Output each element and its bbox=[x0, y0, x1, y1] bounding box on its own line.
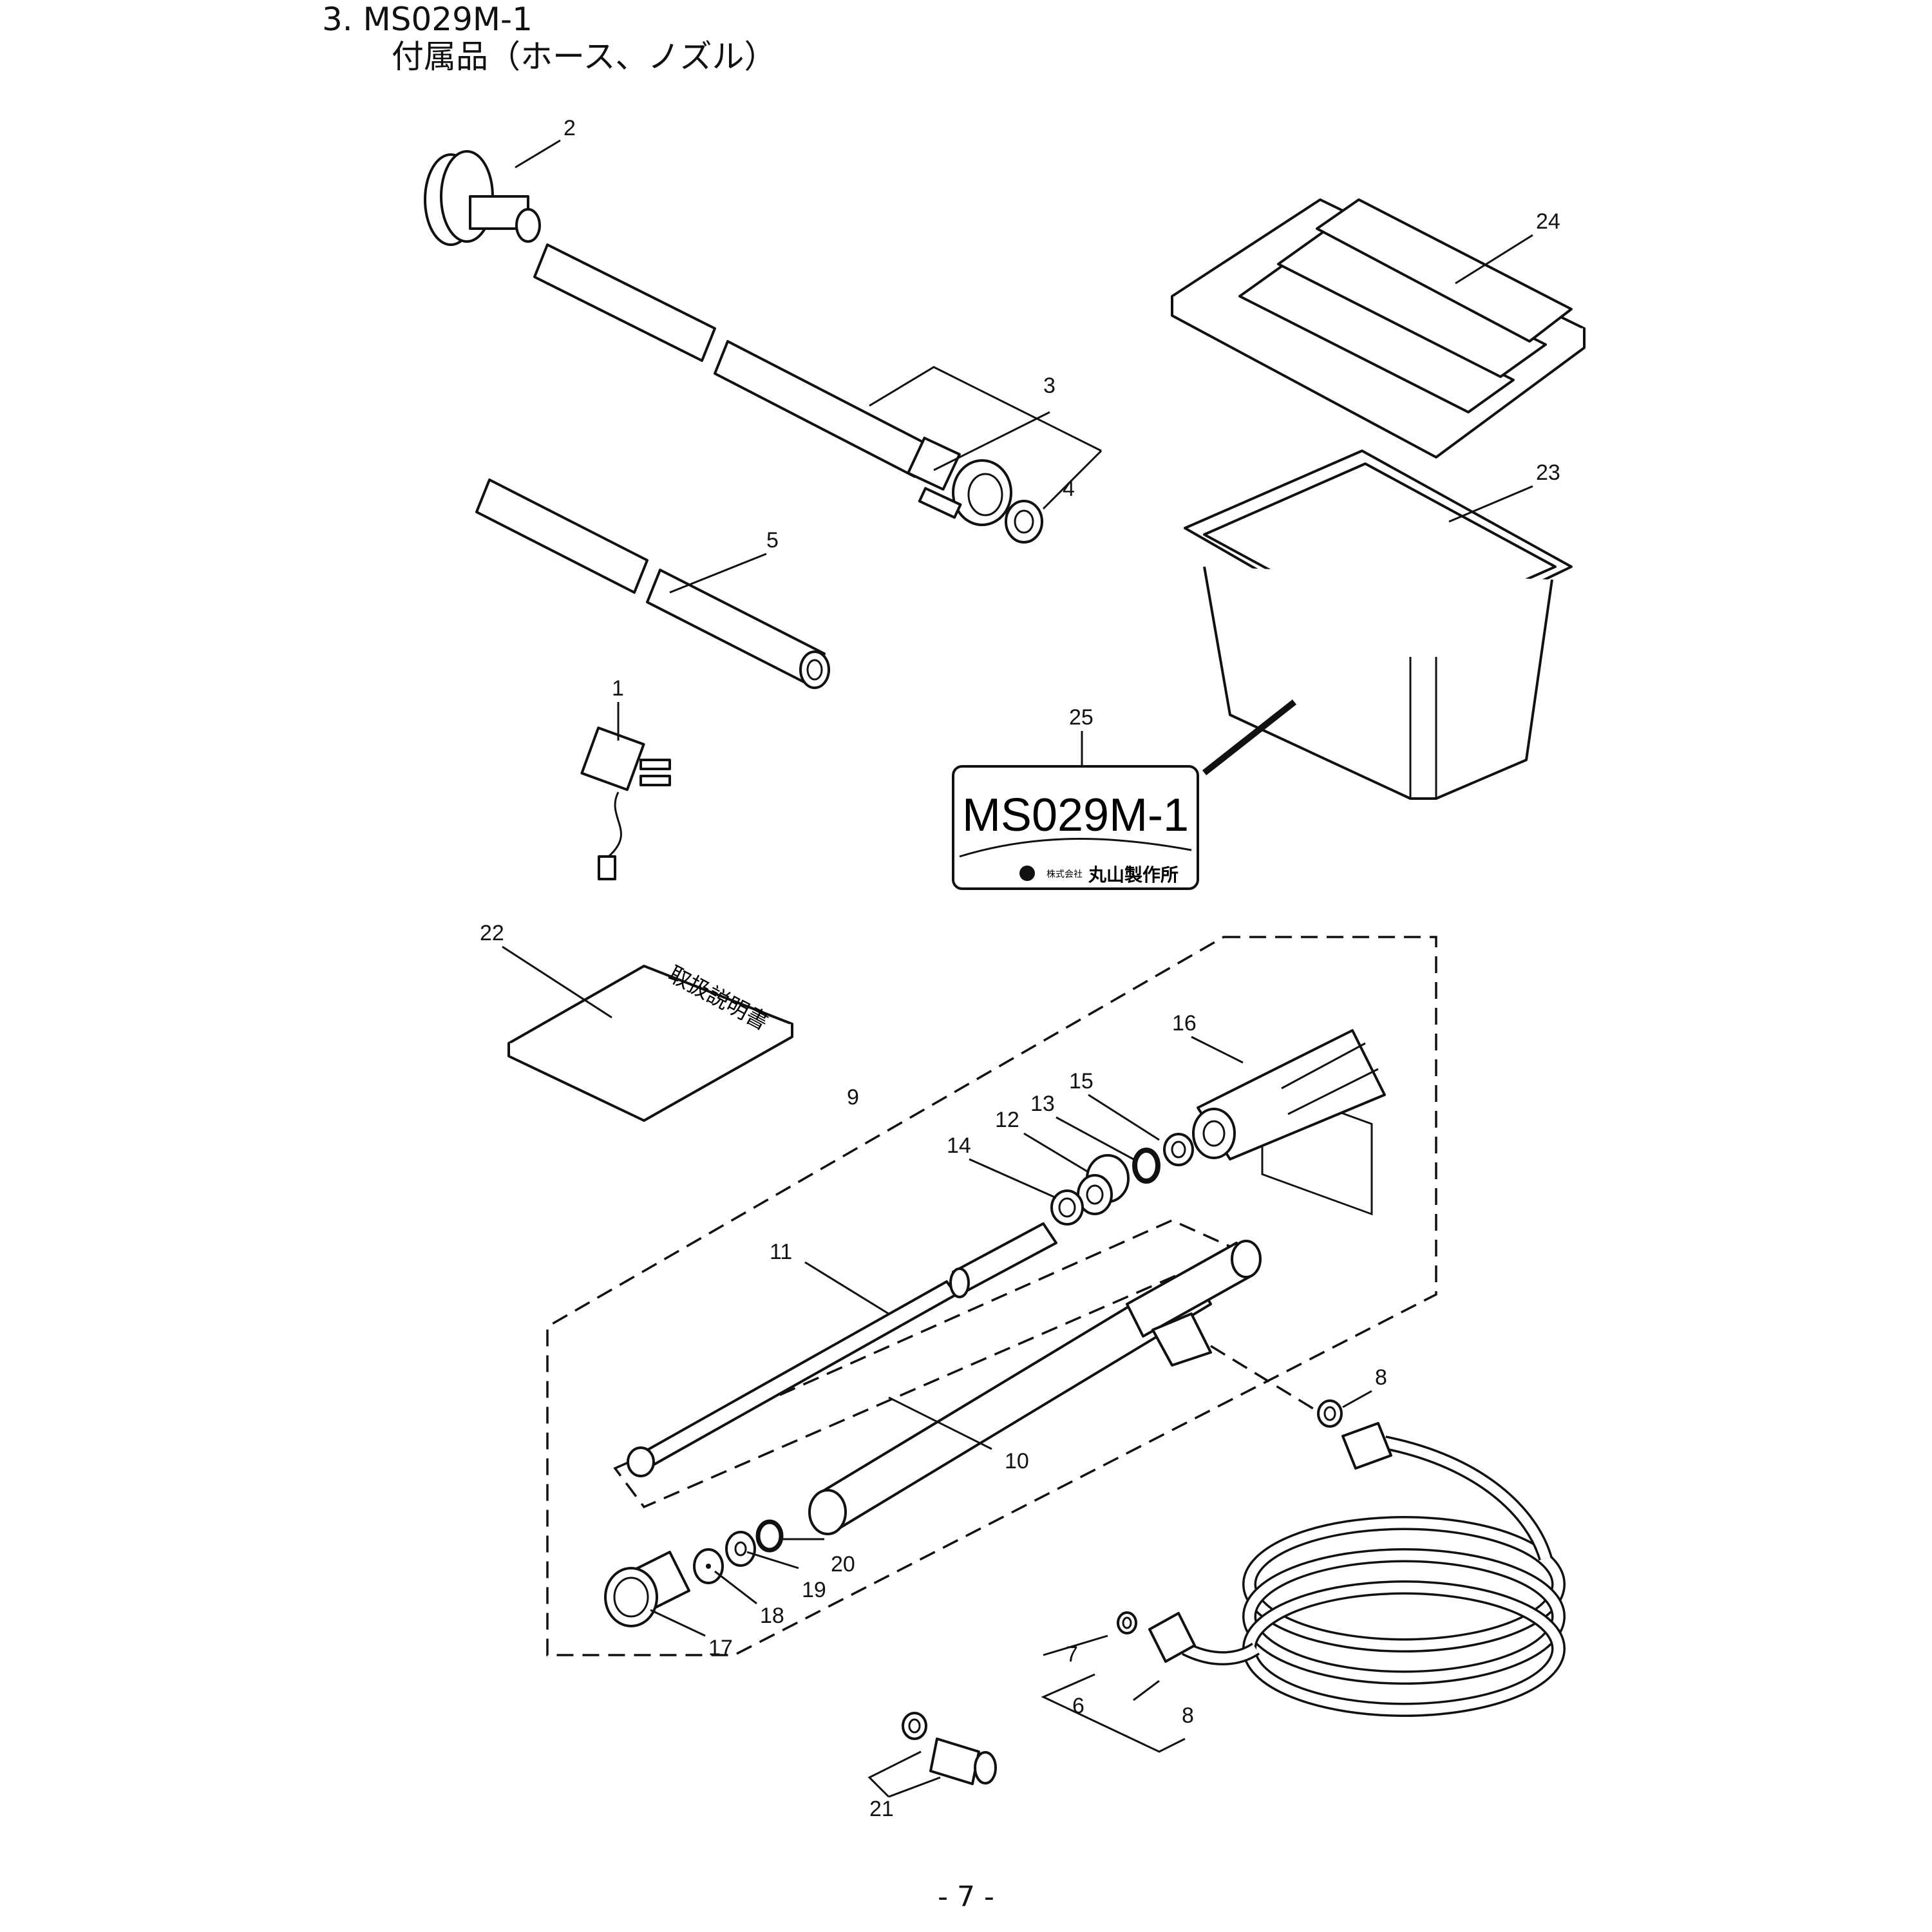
callout-11: 11 bbox=[770, 1240, 792, 1264]
callout-23: 23 bbox=[1536, 460, 1560, 485]
callout-2: 2 bbox=[564, 116, 576, 140]
callout-25: 25 bbox=[1069, 705, 1094, 730]
part-19-disc bbox=[725, 1531, 756, 1567]
callout-7: 7 bbox=[1066, 1642, 1078, 1667]
callout-19: 19 bbox=[802, 1578, 826, 1602]
part-5-return-hose bbox=[475, 478, 830, 689]
callout-9: 9 bbox=[847, 1085, 859, 1110]
callout-16: 16 bbox=[1172, 1011, 1197, 1036]
callout-4: 4 bbox=[1063, 477, 1075, 501]
callout-21: 21 bbox=[869, 1797, 894, 1821]
part-22-manual: 取扱説明書 bbox=[507, 961, 793, 1122]
part-10-lance bbox=[808, 1240, 1262, 1535]
callout-6: 6 bbox=[1072, 1694, 1084, 1718]
callout-13: 13 bbox=[1030, 1092, 1055, 1116]
callout-3: 3 bbox=[1043, 374, 1056, 398]
part-20-ring bbox=[755, 1519, 784, 1553]
callout-10: 10 bbox=[1005, 1449, 1029, 1473]
hose-connection-line bbox=[1210, 1345, 1327, 1418]
part-6-hose bbox=[1148, 1422, 1566, 1717]
part-13-o-ring bbox=[1132, 1148, 1160, 1184]
part-4-washer bbox=[1005, 500, 1043, 544]
label-maker-prefix: 株式会社 bbox=[1046, 869, 1083, 880]
page-number: - 7 - bbox=[938, 1880, 994, 1913]
section-title: 3. MS029M-1 bbox=[322, 1, 533, 38]
part-18-disc bbox=[693, 1548, 724, 1584]
part-17-nozzle-tip bbox=[604, 1551, 690, 1627]
part-25-label-plate: MS029M-1 株式会社 丸山製作所 bbox=[952, 699, 1297, 890]
part-15-nut bbox=[1163, 1133, 1194, 1166]
label-maker-text: 丸山製作所 bbox=[1088, 864, 1179, 886]
callout-18: 18 bbox=[760, 1604, 784, 1628]
part-1-switch bbox=[580, 726, 671, 880]
callout-5: 5 bbox=[766, 528, 779, 553]
callout-12: 12 bbox=[995, 1108, 1019, 1132]
part-16-nozzle-cap bbox=[1192, 1029, 1386, 1160]
part-24-lid bbox=[1171, 198, 1586, 459]
part-2-strainer bbox=[424, 150, 541, 246]
part-7-washer bbox=[1117, 1611, 1137, 1634]
callout-14: 14 bbox=[947, 1133, 971, 1158]
part-14-washer bbox=[1050, 1189, 1084, 1226]
part-11-spray-rod bbox=[627, 1222, 1057, 1477]
gun-assembly-outline bbox=[546, 936, 1437, 1656]
callout-20: 20 bbox=[831, 1552, 855, 1577]
callout-15: 15 bbox=[1069, 1069, 1094, 1094]
section-subtitle: 付属品（ホース、ノズル） bbox=[392, 38, 777, 75]
part-8-washer-upper bbox=[1317, 1399, 1343, 1428]
leader-lines bbox=[502, 139, 1533, 1798]
callout-17: 17 bbox=[708, 1636, 733, 1660]
label-model-text: MS029M-1 bbox=[962, 790, 1189, 841]
part-12-fitting bbox=[1077, 1154, 1130, 1215]
callout-8-lower: 8 bbox=[1182, 1703, 1194, 1728]
part-21-adapter bbox=[902, 1712, 997, 1785]
callout-24: 24 bbox=[1536, 209, 1560, 234]
callout-8-upper: 8 bbox=[1375, 1365, 1387, 1390]
callout-22: 22 bbox=[480, 921, 504, 945]
part-23-container bbox=[1184, 450, 1573, 1216]
part-3-suction-hose bbox=[533, 243, 1012, 526]
callout-1: 1 bbox=[612, 676, 624, 701]
